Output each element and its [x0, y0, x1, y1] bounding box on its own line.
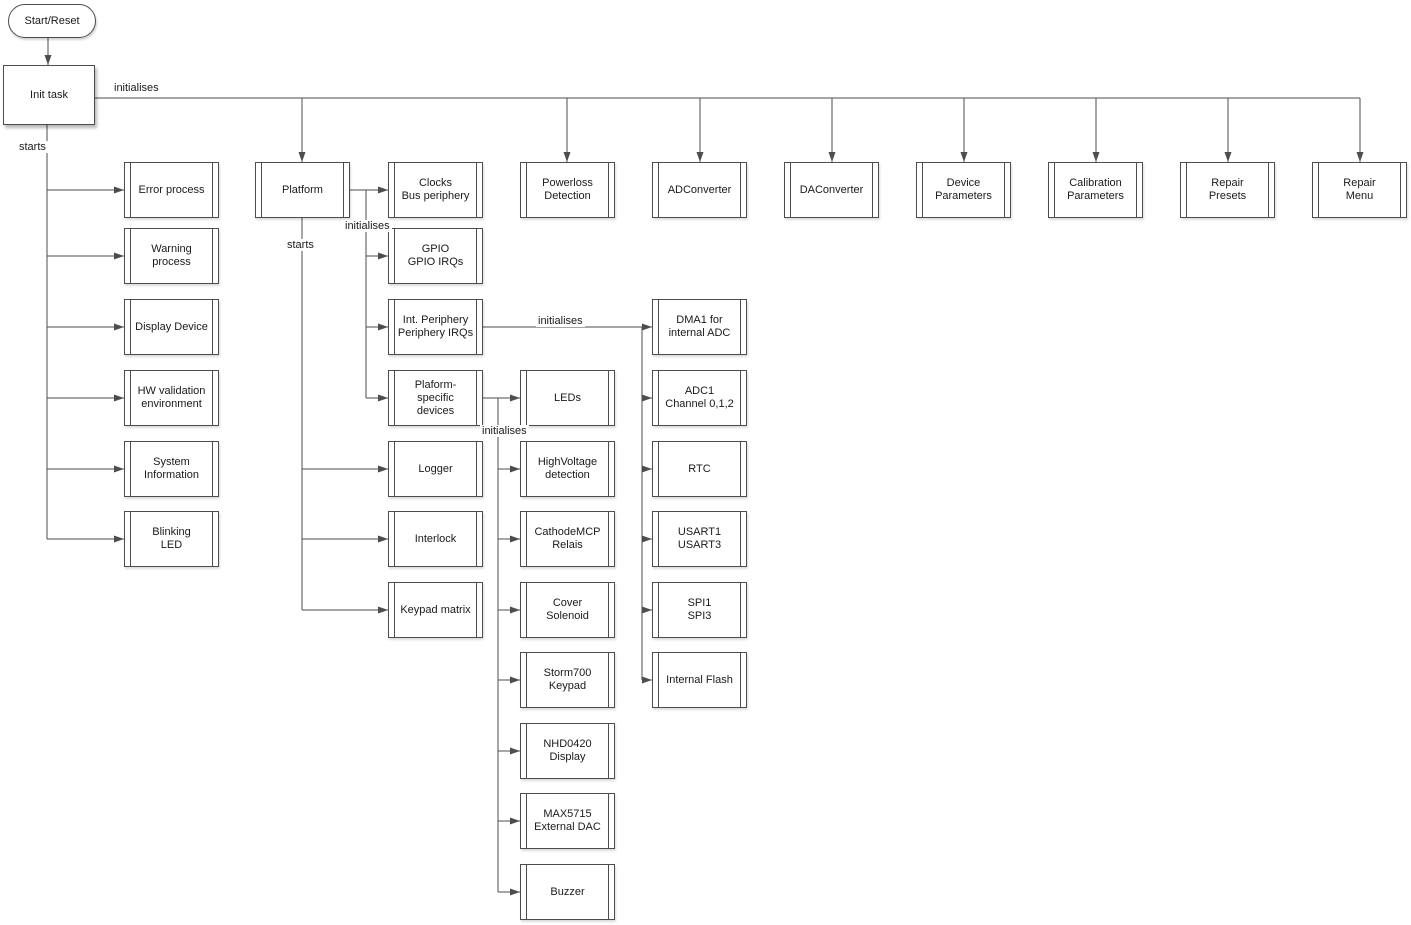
edge-label-platspecific-initialises: initialises: [480, 425, 529, 437]
node-label: Repair Menu: [1343, 177, 1376, 202]
node-powerloss-detection: Powerloss Detection: [520, 162, 615, 218]
node-label: CathodeMCP Relais: [534, 526, 601, 551]
node-hw-validation-environment: HW validation environment: [124, 370, 219, 426]
node-label: Buzzer: [550, 885, 585, 898]
node-rtc: RTC: [652, 441, 747, 497]
node-label: Plaform- specific devices: [414, 378, 457, 417]
node-spi1-spi3: SPI1 SPI3: [652, 582, 747, 638]
node-label: Repair Presets: [1208, 177, 1247, 202]
node-error-process: Error process: [124, 162, 219, 218]
node-label: DMA1 for internal ADC: [668, 314, 731, 339]
node-keypad-matrix: Keypad matrix: [388, 582, 483, 638]
node-device-parameters: Device Parameters: [916, 162, 1011, 218]
node-label: Calibration Parameters: [1067, 177, 1124, 202]
node-display-device: Display Device: [124, 299, 219, 355]
node-label: Keypad matrix: [400, 603, 471, 616]
node-label: ADConverter: [667, 183, 732, 196]
edge-label-platform-initialises: initialises: [343, 220, 392, 232]
node-cover-solenoid: Cover Solenoid: [520, 582, 615, 638]
node-usart1-usart3: USART1 USART3: [652, 511, 747, 567]
node-logger: Logger: [388, 441, 483, 497]
node-label: Internal Flash: [666, 673, 733, 686]
node-internal-flash: Internal Flash: [652, 652, 747, 708]
node-start-reset: Start/Reset: [8, 4, 96, 38]
node-init-task: Init task: [3, 65, 95, 125]
node-label: Cover Solenoid: [546, 597, 589, 622]
node-label: Storm700 Keypad: [543, 667, 592, 692]
node-label: Logger: [418, 462, 453, 475]
node-label: USART1 USART3: [677, 526, 722, 551]
node-label: HW validation environment: [137, 385, 206, 410]
node-label: Device Parameters: [935, 177, 992, 202]
node-buzzer: Buzzer: [520, 864, 615, 920]
edge-label-platform-starts: starts: [285, 239, 316, 251]
node-label: System Information: [143, 456, 200, 481]
node-platform-specific-devices: Plaform- specific devices: [388, 370, 483, 426]
node-repair-presets: Repair Presets: [1180, 162, 1275, 218]
node-nhd0420-display: NHD0420 Display: [520, 723, 615, 779]
node-label: Warning process: [151, 243, 192, 268]
node-label: Blinking LED: [152, 526, 191, 551]
node-label: Display Device: [135, 320, 208, 333]
node-label: SPI1 SPI3: [687, 597, 712, 622]
node-label: RTC: [688, 462, 711, 475]
node-label: ADC1 Channel 0,1,2: [665, 385, 734, 410]
node-highvoltage-detection: HighVoltage detection: [520, 441, 615, 497]
node-label: Clocks Bus periphery: [401, 177, 470, 202]
node-label: NHD0420 Display: [543, 738, 592, 763]
node-max5715-external-dac: MAX5715 External DAC: [520, 793, 615, 849]
node-label: Init task: [30, 88, 68, 101]
node-repair-menu: Repair Menu: [1312, 162, 1407, 218]
node-storm700-keypad: Storm700 Keypad: [520, 652, 615, 708]
node-cathodemcp-relais: CathodeMCP Relais: [520, 511, 615, 567]
node-adc1-channels: ADC1 Channel 0,1,2: [652, 370, 747, 426]
node-system-information: System Information: [124, 441, 219, 497]
edge-label-init-initialises: initialises: [112, 82, 161, 94]
node-calibration-parameters: Calibration Parameters: [1048, 162, 1143, 218]
node-label: Platform: [282, 183, 323, 196]
node-leds: LEDs: [520, 370, 615, 426]
node-label: MAX5715 External DAC: [534, 808, 601, 833]
node-gpio: GPIO GPIO IRQs: [388, 228, 483, 284]
node-label: DAConverter: [799, 183, 864, 196]
node-label: GPIO GPIO IRQs: [407, 243, 464, 268]
node-int-periphery: Int. Periphery Periphery IRQs: [388, 299, 483, 355]
node-dma1-internal-adc: DMA1 for internal ADC: [652, 299, 747, 355]
node-label: Start/Reset: [24, 14, 80, 27]
node-label: Error process: [138, 183, 205, 196]
node-daconverter: DAConverter: [784, 162, 879, 218]
node-clocks-bus-periphery: Clocks Bus periphery: [388, 162, 483, 218]
node-interlock: Interlock: [388, 511, 483, 567]
node-blinking-led: Blinking LED: [124, 511, 219, 567]
node-warning-process: Warning process: [124, 228, 219, 284]
edge-label-intperiphery-initialises: initialises: [536, 315, 585, 327]
node-label: Interlock: [414, 532, 457, 545]
node-platform: Platform: [255, 162, 350, 218]
node-adconverter: ADConverter: [652, 162, 747, 218]
node-label: LEDs: [554, 391, 581, 404]
node-label: Powerloss Detection: [542, 177, 593, 202]
edge-label-init-starts: starts: [17, 141, 48, 153]
node-label: HighVoltage detection: [537, 456, 598, 481]
node-label: Int. Periphery Periphery IRQs: [397, 314, 474, 339]
